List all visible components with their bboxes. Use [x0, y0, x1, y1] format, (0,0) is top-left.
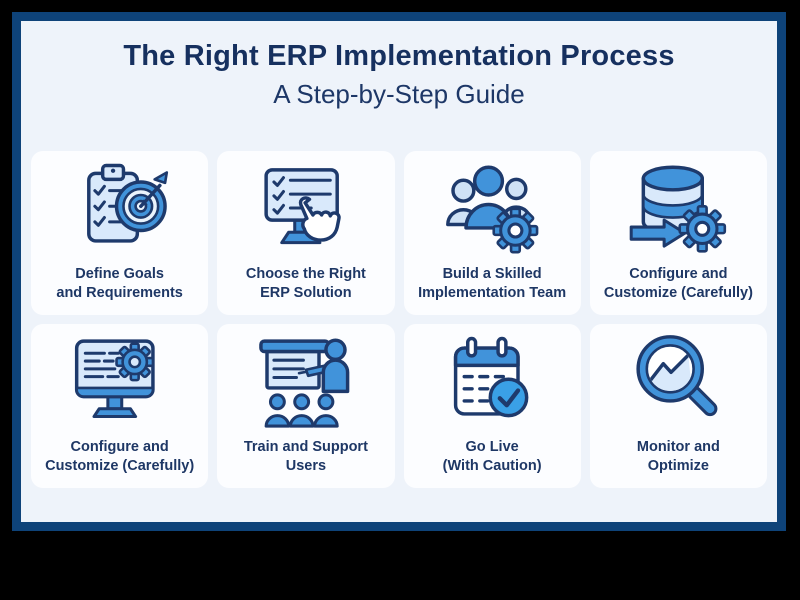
- database-gear-icon: [630, 165, 727, 253]
- step-label-line2: Customize (Carefully): [603, 284, 753, 301]
- step-label-line2: Implementation Team: [418, 284, 567, 301]
- step-label-line1: Build a Skilled: [442, 265, 542, 282]
- step-label-line1: Choose the Right: [245, 265, 366, 282]
- step-label-line2: ERP Solution: [260, 284, 352, 301]
- step-label-line2: (With Caution): [442, 457, 542, 474]
- step-label: Configure and Customize (Carefully): [604, 265, 753, 303]
- step-label: Define Goals and Requirements: [56, 265, 183, 303]
- team-gear-icon: [446, 165, 539, 254]
- step-tile-choose-erp: Choose the Right ERP Solution: [217, 151, 395, 315]
- icon-wrap: [404, 151, 581, 265]
- icon-wrap: [31, 151, 208, 265]
- training-presentation-icon: [259, 338, 350, 428]
- step-label-line1: Monitor and: [636, 438, 720, 455]
- step-tile-define-goals: Define Goals and Requirements: [31, 151, 209, 315]
- icon-wrap: [590, 324, 767, 438]
- step-tile-monitor-optimize: Monitor and Optimize: [589, 324, 767, 488]
- monitor-gear-icon: [74, 339, 155, 418]
- step-label-line1: Define Goals: [75, 265, 164, 282]
- infographic-card: The Right ERP Implementation Process A S…: [12, 12, 786, 531]
- icon-wrap: [590, 151, 767, 265]
- step-label-line1: Train and Support: [243, 438, 368, 455]
- icon-wrap: [217, 151, 394, 265]
- step-label-line2: Customize (Carefully): [45, 457, 195, 474]
- magnifier-chart-icon: [636, 334, 718, 416]
- step-label-line2: and Requirements: [56, 284, 183, 301]
- calendar-check-icon: [453, 336, 529, 418]
- step-label: Configure and Customize (Carefully): [45, 438, 194, 476]
- step-label: Choose the Right ERP Solution: [246, 265, 366, 303]
- step-label: Build a Skilled Implementation Team: [418, 265, 566, 303]
- step-label-line1: Configure and: [70, 438, 169, 455]
- step-tile-configure-monitor: Configure and Customize (Carefully): [31, 324, 209, 488]
- header: The Right ERP Implementation Process A S…: [21, 21, 777, 109]
- step-tile-build-team: Build a Skilled Implementation Team: [403, 151, 581, 315]
- monitor-checklist-icon: [264, 168, 341, 245]
- page-title: The Right ERP Implementation Process: [123, 40, 675, 72]
- step-tile-train-users: Train and Support Users: [217, 324, 395, 488]
- clipboard-target-icon: [86, 163, 168, 243]
- page-subtitle: A Step-by-Step Guide: [273, 79, 525, 110]
- icon-wrap: [31, 324, 208, 438]
- step-label: Go Live (With Caution): [443, 438, 542, 476]
- step-tile-go-live: Go Live (With Caution): [403, 324, 581, 488]
- step-label-line1: Go Live: [465, 438, 519, 455]
- step-label: Monitor and Optimize: [637, 438, 720, 476]
- step-label: Train and Support Users: [244, 438, 368, 476]
- step-tile-configure-database: Configure and Customize (Carefully): [589, 151, 767, 315]
- icon-wrap: [217, 324, 394, 438]
- step-label-line2: Optimize: [647, 457, 709, 474]
- icon-wrap: [404, 324, 581, 438]
- step-label-line2: Users: [285, 457, 327, 474]
- steps-grid: Define Goals and Requirements: [31, 151, 767, 488]
- step-label-line1: Configure and: [629, 265, 728, 282]
